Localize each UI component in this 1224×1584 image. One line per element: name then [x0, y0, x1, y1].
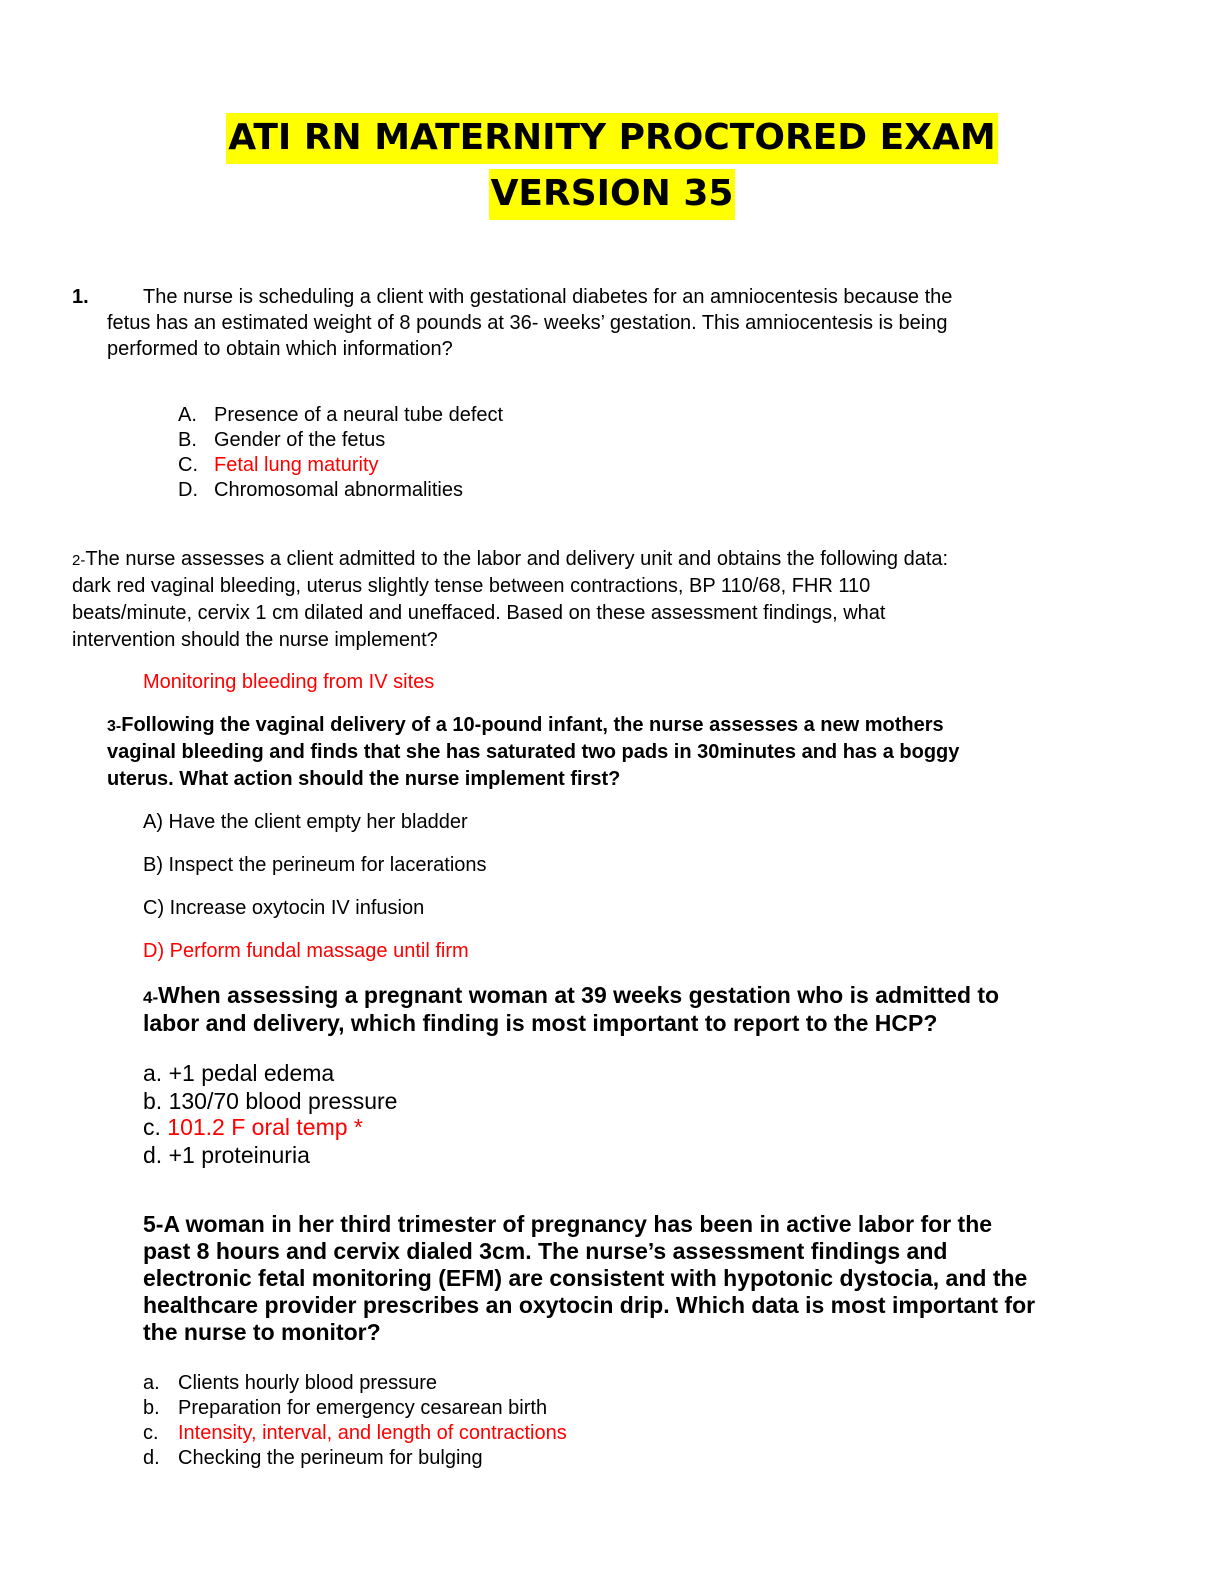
option-text: Presence of a neural tube defect	[214, 404, 504, 426]
question-3-line-3: uterus. What action should the nurse imp…	[107, 768, 621, 790]
question-2-text: The nurse assesses a client admitted to …	[85, 548, 949, 570]
question-3-option-a: A) Have the client empty her bladder	[143, 811, 468, 833]
option-text: 130/70 blood pressure	[168, 1088, 398, 1114]
question-1-option-c: C. Fetal lung maturity	[178, 453, 379, 478]
option-letter: A.	[178, 404, 197, 426]
question-4-option-b: b. 130/70 blood pressure	[143, 1087, 397, 1115]
question-5-line-5: the nurse to monitor?	[143, 1319, 381, 1345]
question-2-line-1: 2-The nurse assesses a client admitted t…	[72, 546, 948, 574]
option-text: Chromosomal abnormalities	[214, 479, 463, 501]
question-3-text: Following the vaginal delivery of a 10-p…	[121, 714, 944, 736]
question-2-line-3: beats/minute, cervix 1 cm dilated and un…	[72, 602, 886, 624]
option-letter: b.	[143, 1397, 160, 1419]
exam-title-line-1: ATI RN MATERNITY PROCTORED EXAM	[0, 113, 1224, 164]
option-letter: c.	[143, 1114, 161, 1140]
question-1-line-2: fetus has an estimated weight of 8 pound…	[107, 312, 948, 334]
option-text: Clients hourly blood pressure	[178, 1372, 438, 1394]
option-letter: d.	[143, 1447, 160, 1469]
option-letter: D.	[178, 479, 198, 501]
question-3-option-b: B) Inspect the perineum for lacerations	[143, 854, 487, 876]
option-letter: a.	[143, 1372, 160, 1394]
question-3-option-d-correct: D) Perform fundal massage until firm	[143, 940, 469, 962]
correct-answer: Fetal lung maturity	[214, 454, 379, 476]
question-2-answer: Monitoring bleeding from IV sites	[143, 671, 435, 693]
question-5-line-4: healthcare provider prescribes an oxytoc…	[143, 1292, 1036, 1318]
question-1-option-d: D. Chromosomal abnormalities	[178, 478, 463, 503]
option-text: Checking the perineum for bulging	[178, 1447, 483, 1469]
question-2-line-4: intervention should the nurse implement?	[72, 629, 438, 651]
option-letter: a.	[143, 1060, 163, 1086]
question-4-option-a: a. +1 pedal edema	[143, 1059, 334, 1087]
question-1-number: 1.	[72, 286, 89, 308]
question-4-option-c: c. 101.2 F oral temp *	[143, 1113, 363, 1141]
question-1-line-3: performed to obtain which information?	[107, 338, 453, 360]
option-text: +1 pedal edema	[168, 1060, 335, 1086]
option-text: Gender of the fetus	[214, 429, 386, 451]
correct-answer: Intensity, interval, and length of contr…	[178, 1422, 567, 1444]
question-5-option-d: d. Checking the perineum for bulging	[143, 1446, 483, 1471]
title-highlight-2: VERSION 35	[488, 169, 736, 220]
question-4-line-1: 4-When assessing a pregnant woman at 39 …	[143, 981, 999, 1012]
title-highlight-1: ATI RN MATERNITY PROCTORED EXAM	[226, 113, 998, 164]
option-letter: d.	[143, 1142, 163, 1168]
question-5-option-c: c. Intensity, interval, and length of con…	[143, 1421, 567, 1446]
question-5-line-2: past 8 hours and cervix dialed 3cm. The …	[143, 1238, 948, 1264]
option-letter: C.	[178, 454, 198, 476]
question-4-text: When assessing a pregnant woman at 39 we…	[158, 982, 1000, 1008]
question-4-number: 4-	[143, 988, 159, 1007]
question-5-option-a: a. Clients hourly blood pressure	[143, 1371, 437, 1396]
question-2-line-2: dark red vaginal bleeding, uterus slight…	[72, 575, 871, 597]
question-5-line-3: electronic fetal monitoring (EFM) are co…	[143, 1265, 1028, 1291]
question-1-option-a: A. Presence of a neural tube defect	[178, 403, 503, 428]
option-text: +1 proteinuria	[168, 1142, 310, 1168]
question-5-line-1: 5-A woman in her third trimester of preg…	[143, 1211, 993, 1237]
option-letter: c.	[143, 1422, 159, 1444]
question-4-option-d: d. +1 proteinuria	[143, 1141, 310, 1169]
question-3-number: 3-	[107, 718, 122, 735]
question-5-option-b: b. Preparation for emergency cesarean bir…	[143, 1396, 547, 1421]
question-1-option-b: B. Gender of the fetus	[178, 428, 385, 453]
question-1-line-1: The nurse is scheduling a client with ge…	[143, 286, 953, 308]
option-text: Preparation for emergency cesarean birth	[178, 1397, 548, 1419]
question-3-option-c: C) Increase oxytocin IV infusion	[143, 897, 425, 919]
correct-answer: 101.2 F oral temp *	[167, 1114, 363, 1140]
option-letter: B.	[178, 429, 197, 451]
exam-title-line-2: VERSION 35	[0, 169, 1224, 220]
question-4-line-2: labor and delivery, which finding is mos…	[143, 1010, 938, 1036]
option-letter: b.	[143, 1088, 163, 1114]
question-2-number: 2-	[72, 552, 86, 569]
question-3-line-1: 3-Following the vaginal delivery of a 10…	[107, 712, 944, 740]
question-3-line-2: vaginal bleeding and finds that she has …	[107, 741, 960, 763]
